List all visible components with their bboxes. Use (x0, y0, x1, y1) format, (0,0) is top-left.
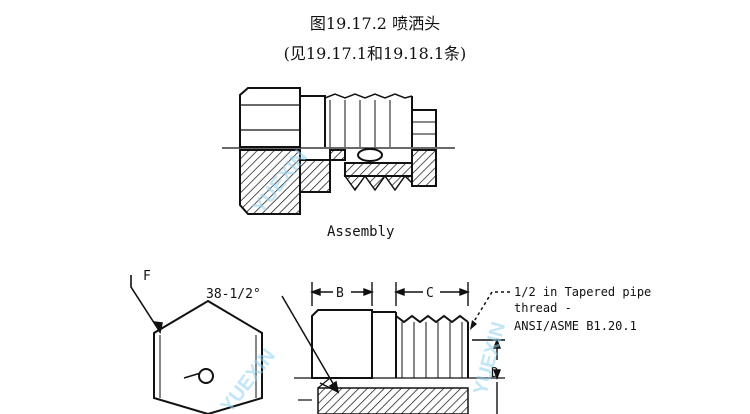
watermark-left: YUEXIN (217, 345, 280, 414)
dim-d-label: D (491, 366, 499, 381)
dimension-c (394, 282, 470, 306)
hex-end-view (153, 299, 263, 414)
thread-note-line1: 1/2 in Tapered pipe (514, 285, 651, 299)
angle-label: 38-1/2° (206, 287, 261, 302)
dimension-b (310, 282, 374, 306)
assembly-label: Assembly (327, 224, 394, 240)
dimension-d (472, 338, 505, 414)
thread-note-line2: thread - (514, 301, 572, 315)
angle-leader (281, 295, 340, 394)
dim-c-label: C (426, 286, 434, 301)
flat-leader (130, 275, 163, 335)
thread-leader (469, 291, 510, 329)
figure-title: 图19.17.2 喷洒头 (309, 14, 441, 33)
assembly-view (222, 87, 455, 215)
thread-leader-arrow (470, 320, 477, 330)
flat-label: F (143, 269, 151, 284)
figure-subtitle: (见19.17.1和19.18.1条) (283, 44, 467, 63)
watermark-bottom: YUEXIN (470, 320, 511, 398)
dim-b-label: B (336, 286, 344, 301)
thread-note-line3: ANSI/ASME B1.20.1 (514, 319, 637, 333)
